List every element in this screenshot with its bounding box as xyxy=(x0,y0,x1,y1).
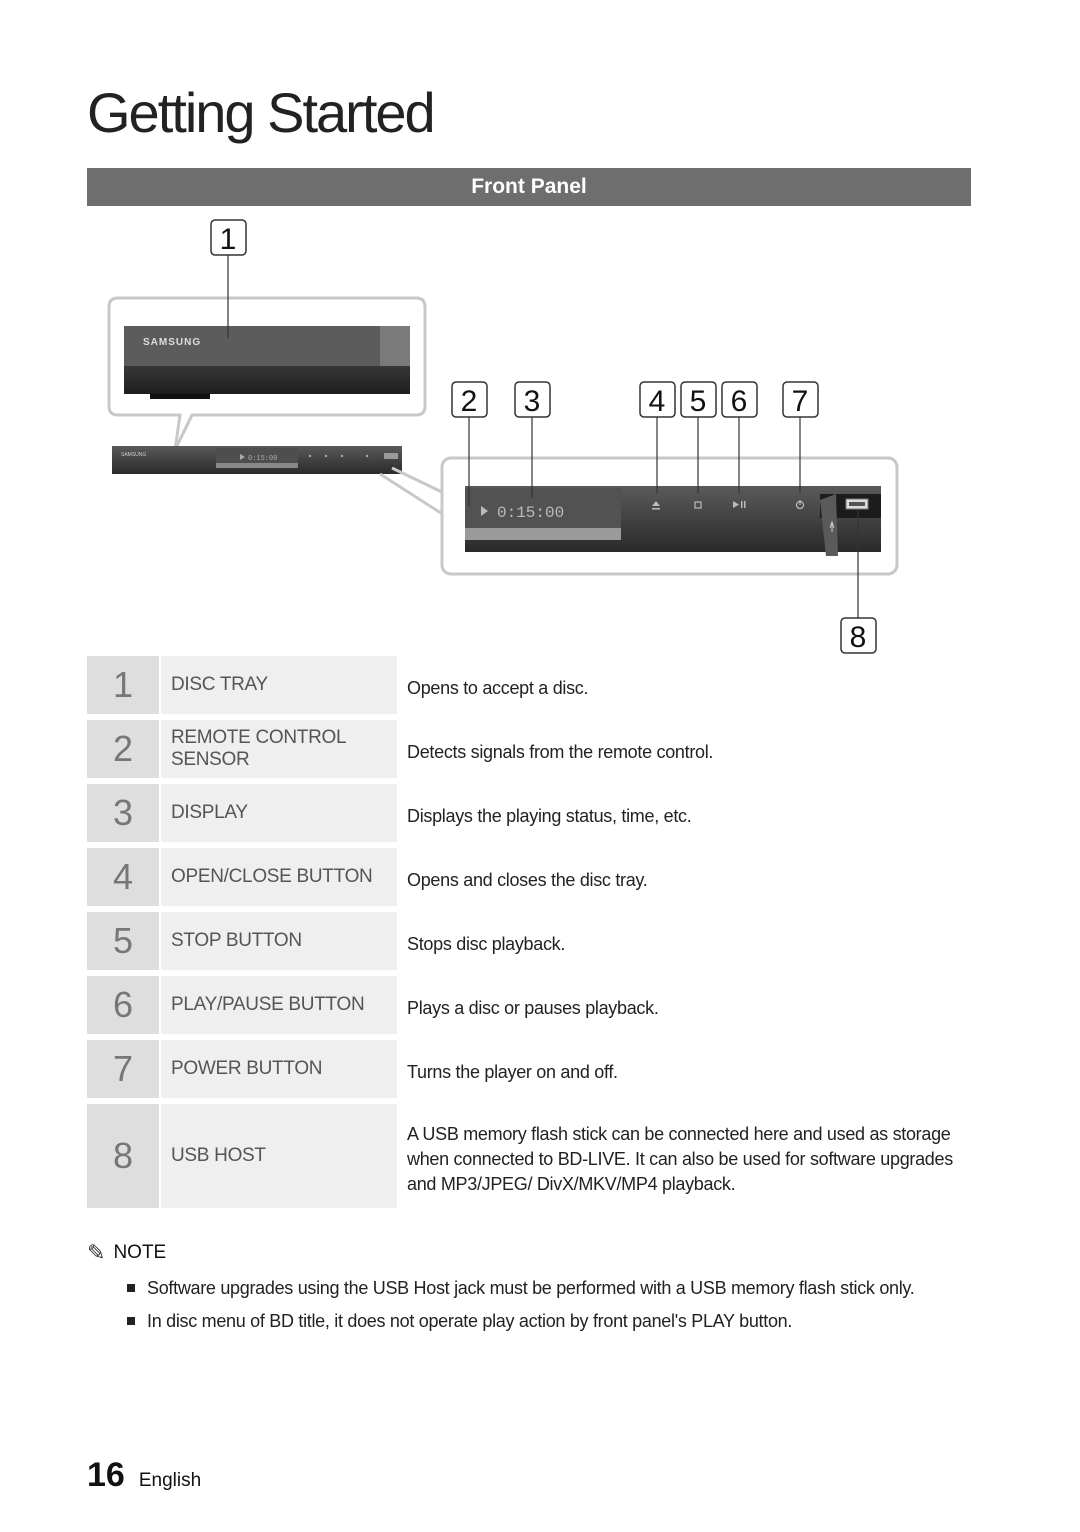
svg-text:7: 7 xyxy=(792,385,809,418)
bullet-icon xyxy=(127,1284,135,1292)
parts-table: 1 DISC TRAY Opens to accept a disc. 2 RE… xyxy=(87,656,971,1214)
item-number: 7 xyxy=(87,1040,159,1104)
table-row: 4 OPEN/CLOSE BUTTON Opens and closes the… xyxy=(87,848,971,912)
table-row: 3 DISPLAY Displays the playing status, t… xyxy=(87,784,971,848)
item-name: DISPLAY xyxy=(159,784,397,848)
page-language: English xyxy=(138,1470,202,1491)
callout-1: 1 xyxy=(210,219,247,338)
note-section: ✎ NOTE Software upgrades using the USB H… xyxy=(87,1240,987,1332)
item-number: 4 xyxy=(87,848,159,912)
svg-text:2: 2 xyxy=(461,385,478,418)
svg-text:1: 1 xyxy=(220,223,237,256)
item-description: Opens to accept a disc. xyxy=(407,677,589,698)
item-number: 3 xyxy=(87,784,159,848)
usb-host-port xyxy=(820,494,881,556)
callout-4: 4 xyxy=(639,381,676,493)
item-number: 6 xyxy=(87,976,159,1040)
item-description: Displays the playing status, time, etc. xyxy=(407,805,692,826)
note-text: Software upgrades using the USB Host jac… xyxy=(147,1278,915,1298)
bullet-icon xyxy=(127,1317,135,1325)
item-number: 5 xyxy=(87,912,159,976)
item-name: POWER BUTTON xyxy=(159,1040,397,1104)
item-description: A USB memory flash stick can be connecte… xyxy=(407,1123,953,1194)
eject-icon xyxy=(652,501,660,510)
zoom-bubble-left: SAMSUNG xyxy=(107,296,427,451)
item-number: 1 xyxy=(87,656,159,720)
note-title: NOTE xyxy=(113,1242,167,1263)
item-description: Stops disc playback. xyxy=(407,933,566,954)
play-pause-icon xyxy=(733,501,746,508)
item-name: DISC TRAY xyxy=(159,656,397,720)
brand-logo: SAMSUNG xyxy=(143,337,201,348)
item-name: REMOTE CONTROL SENSOR xyxy=(159,720,397,784)
callout-6: 6 xyxy=(721,381,758,493)
table-row: 1 DISC TRAY Opens to accept a disc. xyxy=(87,656,971,720)
item-name: USB HOST xyxy=(159,1104,397,1214)
callout-8: 8 xyxy=(840,510,877,654)
power-icon xyxy=(795,500,805,510)
item-description: Opens and closes the disc tray. xyxy=(407,869,648,890)
player-full-view: SAMSUNG 0:15:00 xyxy=(112,446,402,474)
chapter-title: Getting Started xyxy=(87,81,436,144)
item-name: PLAY/PAUSE BUTTON xyxy=(159,976,397,1040)
table-row: 6 PLAY/PAUSE BUTTON Plays a disc or paus… xyxy=(87,976,971,1040)
svg-text:5: 5 xyxy=(690,385,707,418)
callout-5: 5 xyxy=(680,381,717,493)
section-heading: Front Panel xyxy=(87,168,971,206)
svg-text:SAMSUNG: SAMSUNG xyxy=(121,452,146,458)
display-readout: 0:15:00 xyxy=(497,504,564,522)
item-number: 8 xyxy=(87,1104,159,1214)
note-item: In disc menu of BD title, it does not op… xyxy=(87,1311,987,1332)
callout-3: 3 xyxy=(514,381,551,498)
page-number: 16 xyxy=(87,1456,125,1494)
zoom-bubble-right: 0:15:00 xyxy=(440,456,899,576)
front-panel-diagram: SAMSUNG SAMSUNG 0:15:00 0:15:00 xyxy=(107,219,899,654)
table-row: 5 STOP BUTTON Stops disc playback. xyxy=(87,912,971,976)
pencil-icon: ✎ xyxy=(87,1240,106,1265)
display-readout-small: 0:15:00 xyxy=(248,455,277,463)
stop-icon xyxy=(694,501,702,509)
svg-text:8: 8 xyxy=(850,621,867,654)
note-heading: ✎ NOTE xyxy=(87,1240,987,1266)
note-text: In disc menu of BD title, it does not op… xyxy=(147,1311,793,1331)
item-description: Plays a disc or pauses playback. xyxy=(407,997,659,1018)
item-number: 2 xyxy=(87,720,159,784)
page-footer: 16 English xyxy=(87,1456,201,1495)
table-row: 7 POWER BUTTON Turns the player on and o… xyxy=(87,1040,971,1104)
svg-text:6: 6 xyxy=(731,385,748,418)
table-row: 2 REMOTE CONTROL SENSOR Detects signals … xyxy=(87,720,971,784)
svg-text:3: 3 xyxy=(524,385,541,418)
item-description: Turns the player on and off. xyxy=(407,1061,618,1082)
note-item: Software upgrades using the USB Host jac… xyxy=(87,1278,987,1299)
table-row: 8 USB HOST A USB memory flash stick can … xyxy=(87,1104,971,1214)
callout-2: 2 xyxy=(451,381,488,506)
callout-7: 7 xyxy=(782,381,819,493)
item-name: STOP BUTTON xyxy=(159,912,397,976)
item-description: Detects signals from the remote control. xyxy=(407,741,714,762)
svg-text:4: 4 xyxy=(649,385,666,418)
item-name: OPEN/CLOSE BUTTON xyxy=(159,848,397,912)
